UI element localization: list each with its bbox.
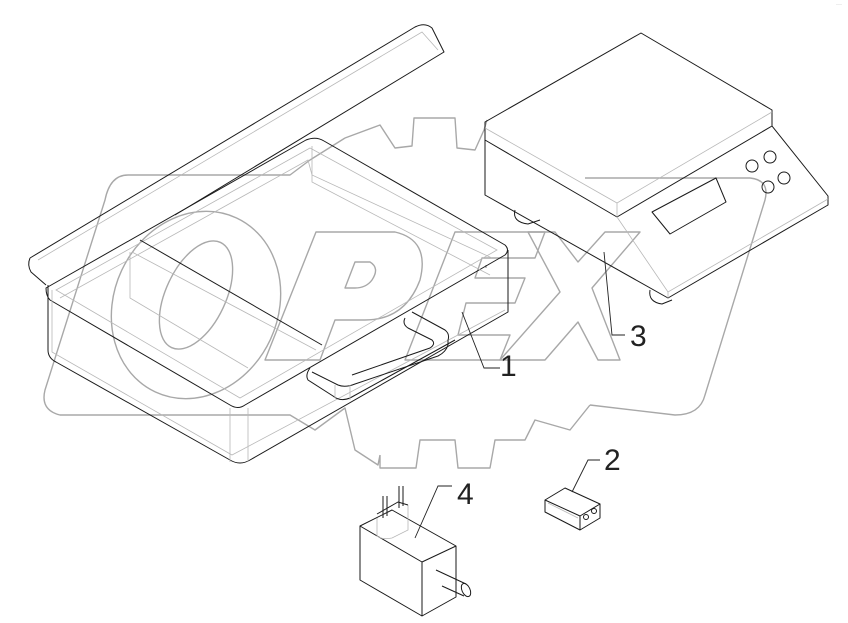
leader-1 xyxy=(461,311,500,369)
callout-3: 3 xyxy=(630,320,647,353)
leader-4 xyxy=(414,485,452,539)
callout-2: 2 xyxy=(604,444,621,477)
corner-mark: ··· xyxy=(836,2,842,8)
part-electronic-scale xyxy=(484,32,829,305)
callout-4: 4 xyxy=(457,478,474,511)
part-power-adapter xyxy=(359,486,472,617)
part-plug-adapter xyxy=(544,487,601,531)
leader-2 xyxy=(571,459,600,493)
leader-3 xyxy=(603,251,625,336)
callout-1: 1 xyxy=(500,350,517,383)
part-carrying-case xyxy=(28,24,509,464)
